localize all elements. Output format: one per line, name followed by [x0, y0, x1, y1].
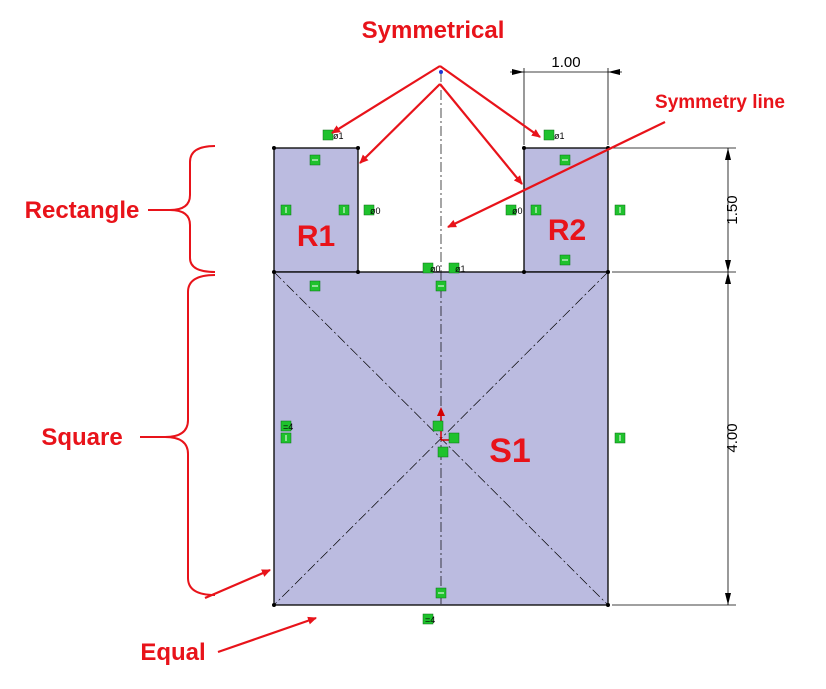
svg-text:ø0: ø0: [370, 206, 381, 216]
brace-rectangle: [169, 145, 216, 273]
label-r2: R2: [548, 214, 586, 247]
svg-text:ø1: ø1: [455, 264, 466, 274]
annotation-arrows: [204, 65, 666, 654]
midpoint-relation-icon: [432, 420, 444, 432]
annotation-symmetrical: Symmetrical: [362, 17, 505, 44]
horizontal-relation-icon: [559, 254, 571, 266]
midpoint-relation-icon: [448, 432, 460, 444]
dimension-label-square-height: 4.00: [724, 423, 741, 452]
coincident-relation-icon: ø0: [505, 204, 523, 216]
dimension-top-width: 1.00: [510, 54, 622, 145]
svg-text:ø0: ø0: [512, 206, 523, 216]
dimension-label-rect-height: 1.50: [724, 195, 741, 224]
coincident-relation-icon: ø0: [363, 204, 381, 216]
annotation-rectangle: Rectangle: [25, 197, 140, 224]
svg-text:=4: =4: [283, 422, 293, 432]
horizontal-relation-icon: [559, 154, 571, 166]
centerline-endpoint: [439, 70, 443, 74]
svg-text:ø0: ø0: [430, 264, 441, 274]
label-s1: S1: [489, 432, 531, 470]
coincident-relation-icon: ø0: [422, 262, 441, 274]
svg-text:=4: =4: [425, 615, 435, 625]
label-r1: R1: [297, 220, 335, 253]
svg-text:ø1: ø1: [554, 131, 565, 141]
dimension-label-top: 1.00: [551, 54, 580, 71]
vertical-relation-icon: [614, 432, 626, 444]
horizontal-relation-icon: [435, 587, 447, 599]
equal-relation-icon: =4: [280, 420, 293, 432]
vertical-relation-icon: [280, 432, 292, 444]
equal-relation-icon: =4: [422, 613, 435, 625]
vertex-points: [272, 146, 610, 607]
vertical-relation-icon: [338, 204, 350, 216]
annotation-square: Square: [41, 424, 122, 451]
brace-square: [164, 274, 216, 596]
vertical-relation-icon: [530, 204, 542, 216]
horizontal-relation-icon: [435, 280, 447, 292]
svg-text:ø1: ø1: [333, 131, 344, 141]
annotation-equal: Equal: [140, 639, 205, 666]
dimension-right: 1.50 4.00: [612, 147, 741, 606]
vertical-relation-icon: [614, 204, 626, 216]
horizontal-relation-icon: [309, 280, 321, 292]
coincident-relation-icon: ø1: [448, 262, 466, 274]
coincident-relation-icon: ø1: [322, 129, 344, 141]
vertical-relation-icon: [280, 204, 292, 216]
annotation-symmetry-line: Symmetry line: [655, 92, 785, 113]
horizontal-relation-icon: [309, 154, 321, 166]
relation-tags: ø1 ø1 ø0 ø0 ø0 ø1 =4 =4: [280, 129, 626, 625]
coincident-relation-icon: ø1: [543, 129, 565, 141]
midpoint-relation-icon: [437, 446, 449, 458]
